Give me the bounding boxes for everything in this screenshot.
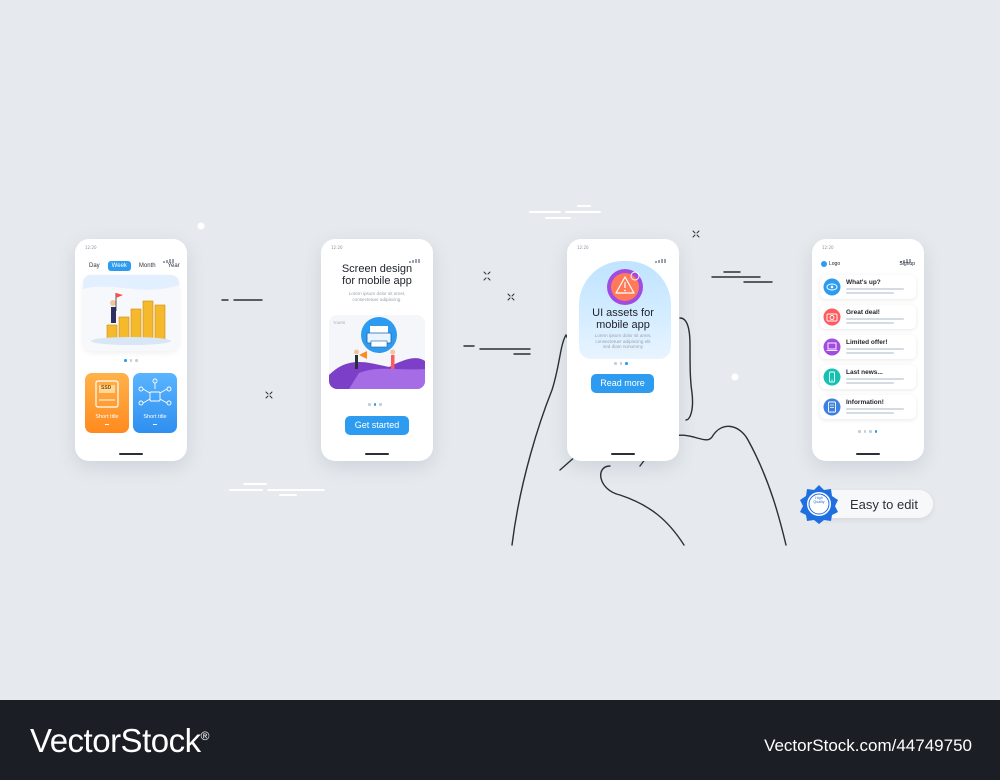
ssd-chip-label: SSD: [101, 385, 112, 391]
page-subtitle: Lorem ipsum dolor sit amet, consectetuer…: [348, 291, 406, 302]
signal-icon: [900, 245, 914, 263]
status-time: 12:20: [577, 245, 589, 250]
phone-screen-design: 12:20 Screen design for mobile app Lorem…: [321, 239, 433, 461]
canvas: 12:20 Day Week Month Year: [75, 205, 933, 546]
laptop-icon: [823, 338, 841, 356]
app-logo[interactable]: Logo: [821, 261, 840, 267]
home-indicator: [119, 453, 143, 455]
carousel-dots: [614, 362, 628, 365]
period-tabs: Day Week Month Year: [85, 261, 184, 271]
phone-notifications: 12:20 Logo Signup What's up? Great deal!: [812, 239, 924, 461]
easy-to-edit-label: Easy to edit: [850, 497, 918, 512]
signup-link[interactable]: Signup: [899, 261, 915, 267]
list-item-label: Information!: [846, 399, 884, 406]
high-quality-seal-icon: [800, 485, 838, 524]
printer-illustration-card: TOURS: [329, 315, 425, 389]
phone-icon: [823, 368, 841, 386]
tile-caption: Short title: [95, 414, 119, 420]
list-item-label: Last news...: [846, 369, 883, 376]
ssd-icon: [95, 380, 119, 408]
logo-label: Logo: [829, 261, 841, 267]
list-item[interactable]: Last news...: [820, 365, 916, 389]
printer-presentation-illustration: [329, 317, 425, 389]
registered-mark: ®: [200, 729, 210, 743]
home-indicator: [856, 453, 880, 455]
card-tag: TOURS: [333, 321, 346, 325]
signal-icon: [409, 245, 423, 263]
coins-illustration-card: [83, 275, 179, 351]
decorative-background: [197, 205, 787, 546]
page-title: Screen design for mobile app: [341, 263, 413, 287]
signal-icon: [163, 245, 177, 263]
tab-week[interactable]: Week: [107, 261, 131, 271]
carousel-dots: [858, 430, 877, 433]
status-time: 12:20: [331, 245, 343, 250]
list-item[interactable]: Limited offer!: [820, 335, 916, 359]
logo-icon: [821, 261, 827, 267]
carousel-dots: [368, 403, 382, 406]
image-id: VectorStock.com/44749750: [764, 736, 972, 755]
list-item-label: Great deal!: [846, 309, 880, 316]
phone-ui-assets: 12:20 UI assets for mobile app Lorem ips…: [567, 239, 679, 461]
coins-growth-illustration: [83, 275, 179, 345]
status-time: 12:20: [85, 245, 97, 250]
list-item[interactable]: What's up?: [820, 275, 916, 299]
brand-logo: VectorStock®: [30, 722, 209, 760]
get-started-button[interactable]: Get started: [345, 416, 409, 435]
network-tile[interactable]: Short title: [133, 373, 177, 433]
signal-icon: [655, 245, 669, 263]
home-indicator: [611, 453, 635, 455]
tab-day[interactable]: Day: [89, 263, 100, 269]
eye-icon: [823, 278, 841, 296]
ssd-tile[interactable]: SSD Short title: [85, 373, 129, 433]
read-more-button[interactable]: Read more: [591, 374, 654, 393]
list-item[interactable]: Great deal!: [820, 305, 916, 329]
network-lock-icon: [138, 378, 172, 406]
list-item[interactable]: Information!: [820, 395, 916, 419]
status-time: 12:20: [822, 245, 834, 250]
watermark-footer: VectorStock® VectorStock.com/44749750: [0, 700, 1000, 780]
warning-gear-icon: [607, 269, 643, 305]
document-icon: [823, 398, 841, 416]
home-indicator: [365, 453, 389, 455]
tile-caption: Short title: [143, 414, 167, 420]
page-subtitle: Lorem ipsum dolor sit amet, consectetuer…: [594, 333, 652, 350]
brand-name: VectorStock: [30, 722, 201, 759]
carousel-dots: [124, 359, 138, 362]
list-item-label: What's up?: [846, 279, 881, 286]
tab-year[interactable]: Year: [167, 263, 180, 269]
page-title: UI assets for mobile app: [592, 307, 654, 331]
list-item-label: Limited offer!: [846, 339, 888, 346]
easy-to-edit-badge: High Quality Easy to edit: [800, 485, 933, 524]
seal-label: High Quality: [813, 496, 825, 505]
tab-month[interactable]: Month: [138, 263, 156, 269]
camera-icon: [823, 308, 841, 326]
phone-calendar: 12:20 Day Week Month Year: [75, 239, 187, 461]
